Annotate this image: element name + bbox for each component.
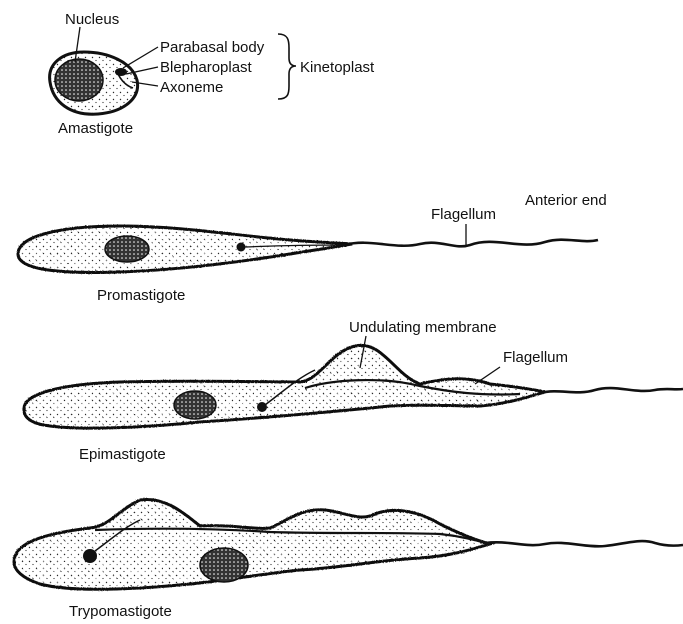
promastigote-body	[18, 226, 352, 272]
flagellum-label-promastigote: Flagellum	[431, 206, 496, 223]
amastigote-nucleus	[55, 59, 103, 101]
promastigote-label: Promastigote	[97, 287, 185, 304]
trypomastigote-kinetoplast	[83, 549, 97, 563]
kinetoplast-label: Kinetoplast	[300, 59, 375, 76]
epimastigote-nucleus	[174, 391, 216, 419]
trypomastigote-cell	[14, 499, 683, 589]
epimastigote-cell	[24, 336, 683, 428]
epimastigote-flagellum	[540, 388, 683, 393]
promastigote-cell	[18, 224, 598, 272]
trypomastigote-label: Trypomastigote	[69, 603, 172, 620]
parabasal-body-label: Parabasal body	[160, 39, 265, 56]
amastigote-kinetoplast	[115, 68, 127, 76]
flagellum-pointer-epi	[475, 367, 500, 384]
trypomastigote-body	[14, 499, 490, 589]
kinetoplast-brace	[278, 34, 296, 99]
epimastigote-body	[24, 345, 545, 428]
anterior-end-label: Anterior end	[525, 192, 607, 209]
epimastigote-label: Epimastigote	[79, 446, 166, 463]
promastigote-flagellum	[345, 240, 598, 247]
trypomastigote-nucleus	[200, 548, 248, 582]
axoneme-label: Axoneme	[160, 79, 223, 96]
undulating-membrane-label: Undulating membrane	[349, 319, 497, 336]
amastigote-label: Amastigote	[58, 120, 133, 137]
flagellum-label-epimastigote: Flagellum	[503, 349, 568, 366]
trypomastigote-flagellum	[485, 541, 683, 546]
epimastigote-kinetoplast	[257, 402, 267, 412]
promastigote-nucleus	[105, 236, 149, 262]
blepharoplast-label: Blepharoplast	[160, 59, 253, 76]
nucleus-label: Nucleus	[65, 11, 119, 28]
parabasal-pointer	[123, 47, 158, 68]
